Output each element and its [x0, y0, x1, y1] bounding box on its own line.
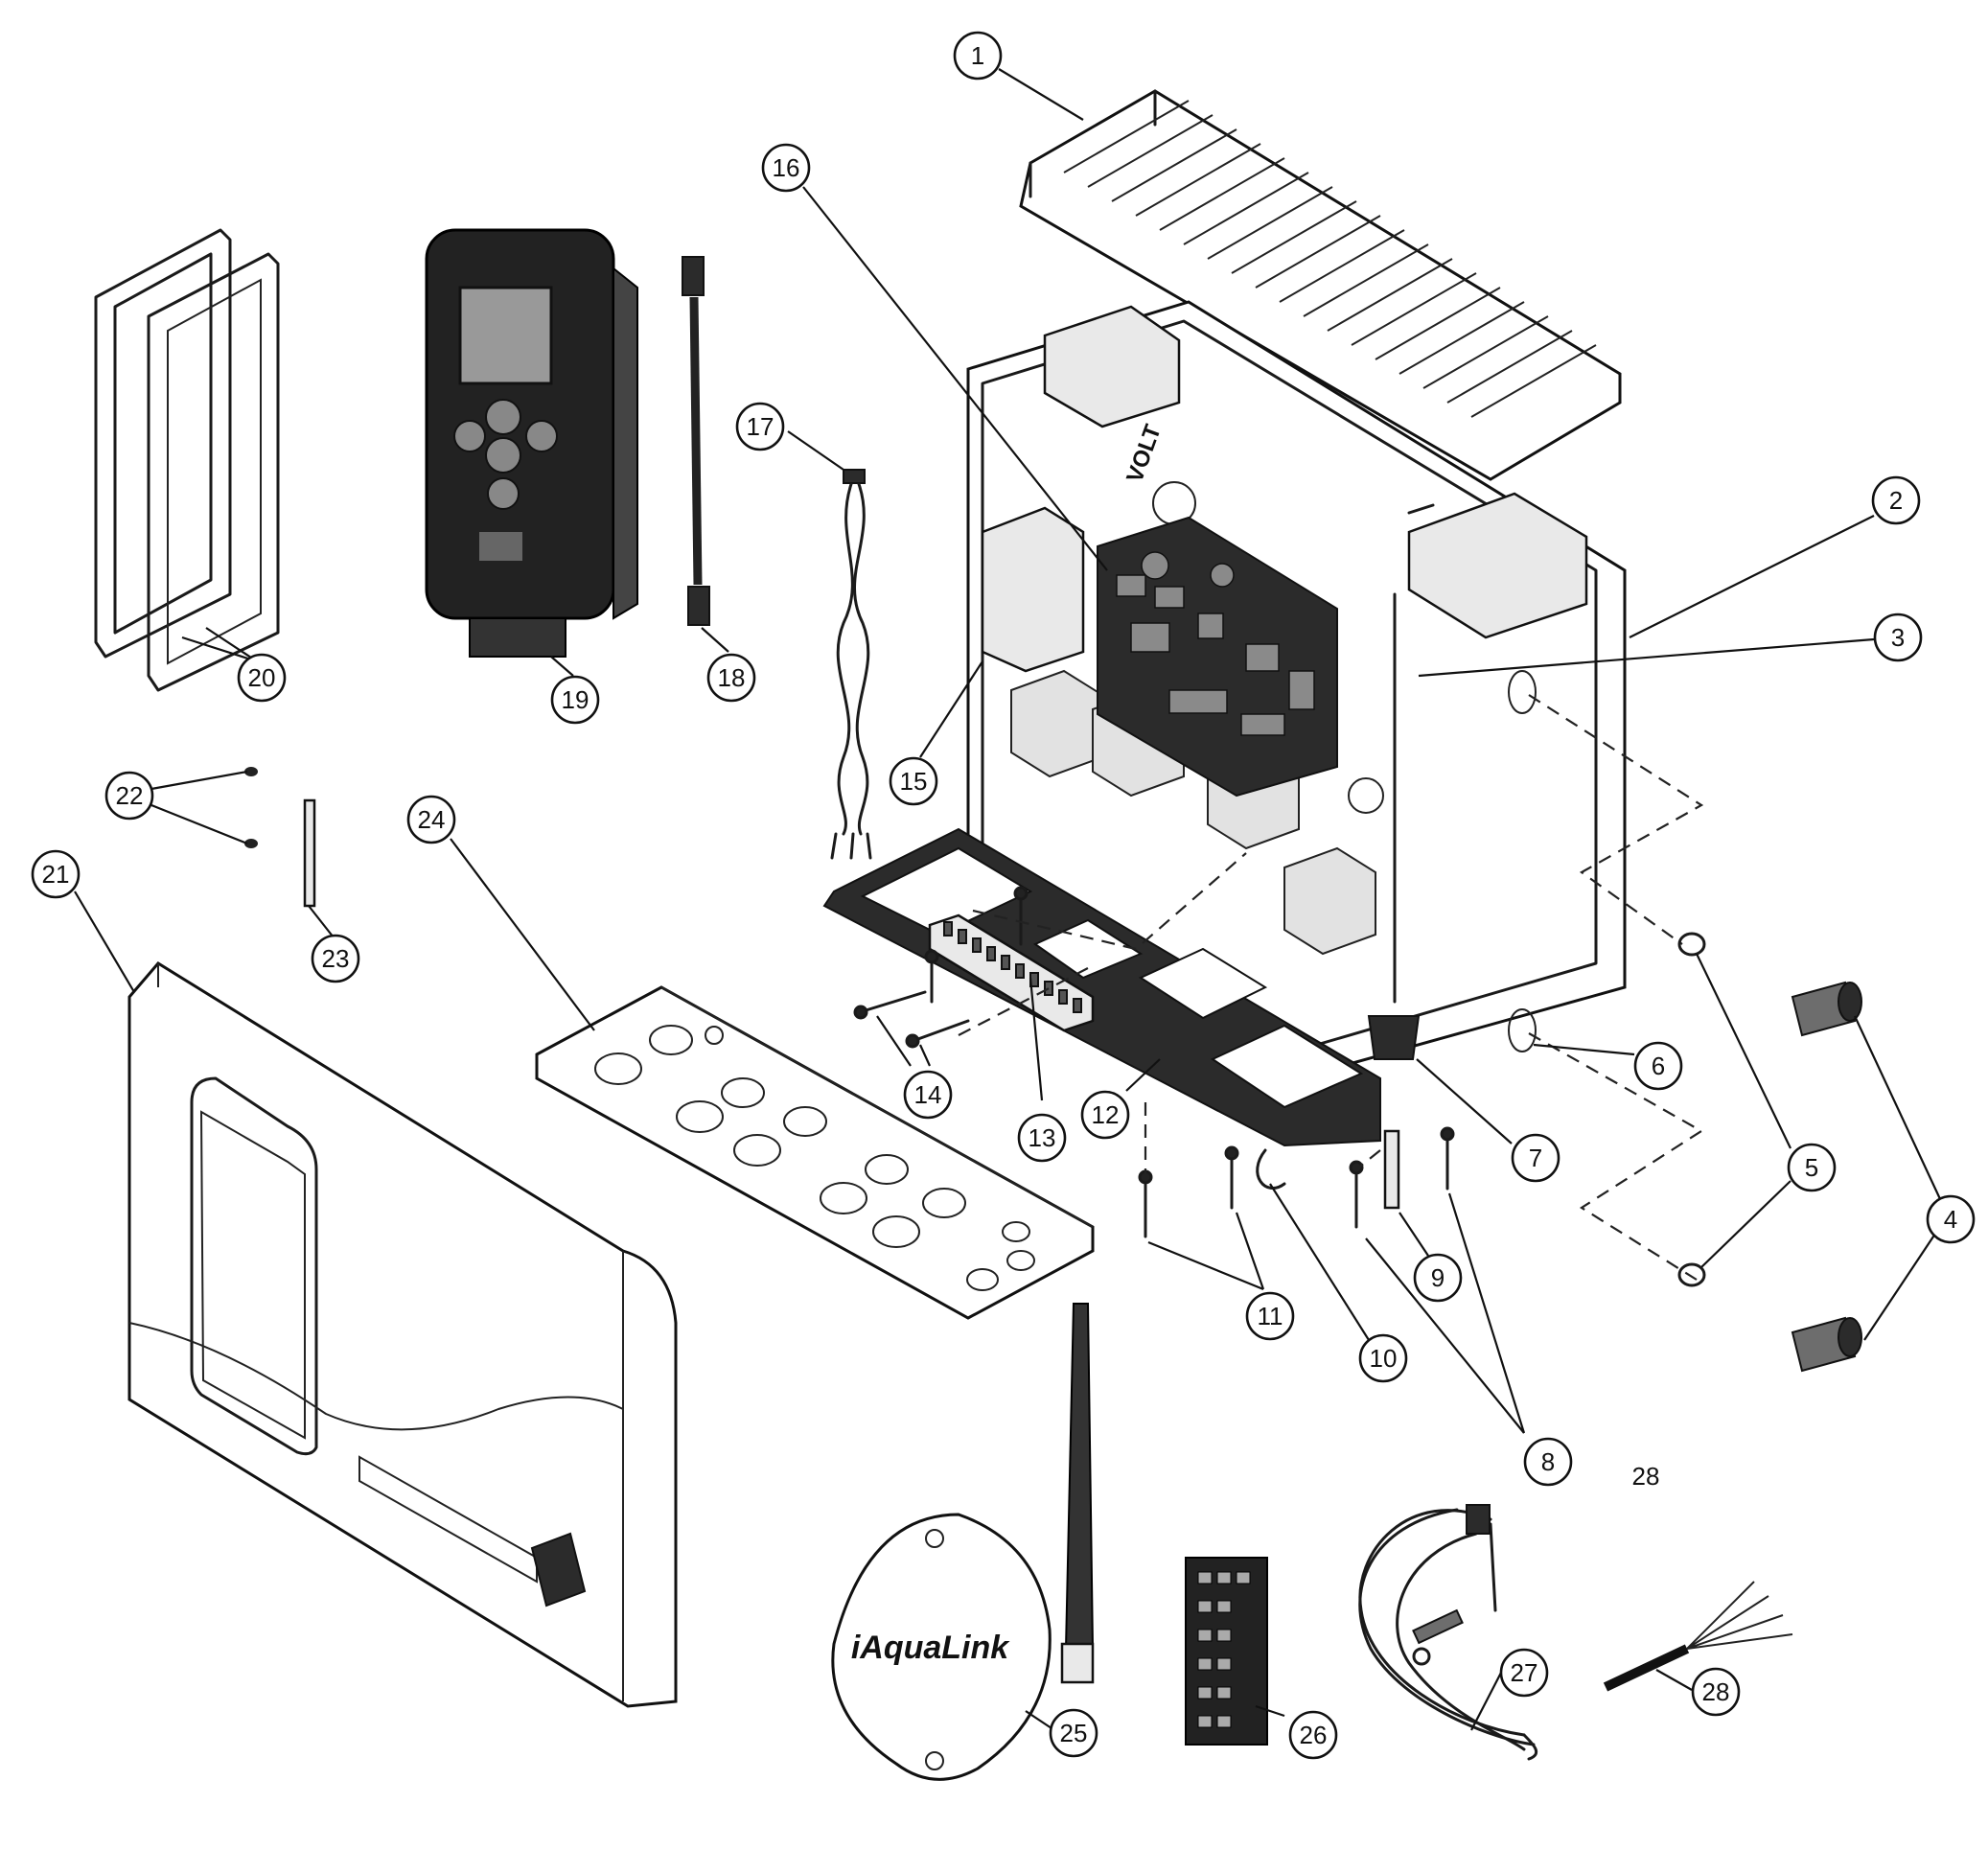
callout-9: 9: [1413, 1253, 1463, 1303]
part-wire-bundle: [1603, 1581, 1793, 1692]
callout-13: 13: [1017, 1113, 1067, 1163]
callout-6: 6: [1633, 1041, 1683, 1091]
svg-text:25: 25: [1060, 1719, 1088, 1747]
callout-25: 25: [1049, 1708, 1098, 1758]
svg-text:4: 4: [1944, 1205, 1957, 1234]
svg-text:27: 27: [1511, 1658, 1538, 1687]
svg-text:2: 2: [1889, 486, 1903, 515]
assembly-dashed-lines: [958, 694, 1704, 1281]
callout-4: 4: [1926, 1194, 1976, 1244]
callout-27: 27: [1499, 1648, 1549, 1698]
part-front-cover: [127, 961, 678, 1708]
svg-text:15: 15: [900, 767, 928, 796]
svg-text:10: 10: [1370, 1344, 1398, 1373]
svg-text:3: 3: [1891, 623, 1905, 652]
svg-text:22: 22: [116, 781, 144, 810]
part-cable: [682, 256, 710, 626]
callout-26: 26: [1288, 1710, 1338, 1760]
svg-text:17: 17: [747, 412, 774, 441]
antenna-logo-text: iAquaLink: [851, 1630, 1010, 1666]
part-control-panel: [425, 228, 638, 658]
callout-7: 7: [1511, 1133, 1560, 1183]
callout-18: 18: [706, 653, 756, 703]
callout-24: 24: [406, 795, 456, 844]
svg-text:5: 5: [1805, 1153, 1818, 1182]
callout-16: 16: [761, 143, 811, 193]
part-lid: [1019, 89, 1622, 481]
part-fittings: [1677, 932, 1862, 1373]
callout-19: 19: [550, 675, 600, 725]
callout-28: 28: [1691, 1667, 1741, 1717]
svg-text:6: 6: [1652, 1052, 1665, 1080]
svg-text:13: 13: [1029, 1123, 1056, 1152]
svg-text:12: 12: [1092, 1100, 1120, 1129]
part-grommet: [1256, 1015, 1421, 1210]
svg-text:11: 11: [1258, 1302, 1283, 1330]
callout-23: 23: [311, 934, 360, 983]
part-fasteners-small: [244, 767, 316, 908]
part-sensor-cable: [1358, 1504, 1538, 1761]
svg-text:18: 18: [718, 663, 746, 692]
svg-text:19: 19: [562, 685, 589, 714]
callout-14: 14: [903, 1070, 953, 1120]
svg-text:21: 21: [42, 860, 70, 889]
callout-15: 15: [889, 756, 938, 806]
callout-11: 11: [1245, 1291, 1295, 1341]
svg-text:7: 7: [1529, 1144, 1542, 1172]
callout-2: 2: [1871, 475, 1921, 525]
svg-text:28: 28: [1702, 1677, 1730, 1706]
svg-text:1: 1: [971, 41, 984, 70]
part-terminal-strip: [928, 913, 1095, 1032]
svg-text:9: 9: [1431, 1263, 1445, 1292]
callout-20: 20: [237, 653, 287, 703]
svg-text:24: 24: [418, 805, 446, 834]
svg-text:26: 26: [1300, 1721, 1328, 1749]
part-antenna-unit: iAquaLink: [831, 1303, 1095, 1781]
callout-10: 10: [1358, 1333, 1408, 1383]
callout-21: 21: [31, 849, 81, 899]
callout-22: 22: [104, 771, 154, 821]
svg-text:14: 14: [914, 1080, 942, 1109]
svg-text:8: 8: [1541, 1447, 1555, 1476]
svg-text:16: 16: [773, 153, 800, 182]
leader-lines: [74, 68, 1942, 1731]
callout-8: 8: [1523, 1437, 1573, 1487]
callout-17: 17: [735, 402, 785, 451]
part-bottom-gasket: [822, 827, 1381, 1147]
svg-text:23: 23: [322, 944, 350, 973]
callout-12: 12: [1080, 1090, 1130, 1140]
svg-text:20: 20: [248, 663, 276, 692]
callout-3: 3: [1873, 613, 1923, 662]
loose-part-label: 28: [1632, 1462, 1660, 1491]
callout-5: 5: [1787, 1143, 1837, 1192]
part-frame: [94, 228, 280, 692]
part-terminal-board: [1185, 1557, 1268, 1746]
part-wire-harness: [830, 469, 872, 860]
callout-1: 1: [953, 31, 1003, 81]
part-mounting-plate: [535, 985, 1095, 1320]
part-pcb: [1097, 516, 1338, 798]
part-screws: [853, 503, 1455, 1238]
